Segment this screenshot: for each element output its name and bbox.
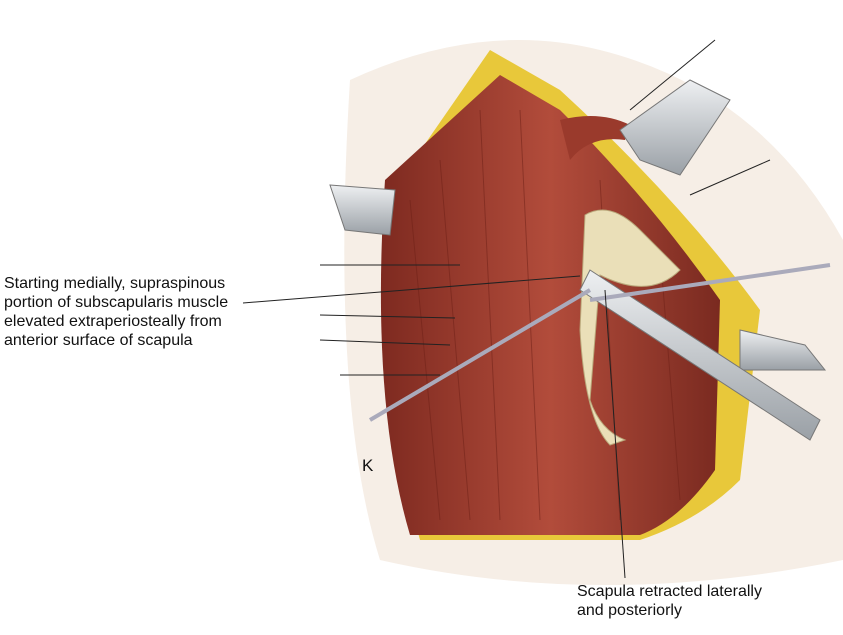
panel-letter: K bbox=[362, 456, 374, 475]
retractor-top bbox=[619, 79, 731, 176]
label-line: anterior surface of scapula bbox=[4, 332, 193, 349]
retractor-left bbox=[329, 184, 396, 236]
subscapularis-label: Starting medially, supraspinous portion … bbox=[4, 274, 228, 350]
leader-line-scapula bbox=[604, 289, 626, 579]
elevator-instrument bbox=[579, 269, 821, 441]
retractor-right bbox=[739, 329, 827, 371]
label-line: portion of subscapularis muscle bbox=[4, 294, 229, 311]
label-line: Scapula retracted laterally bbox=[577, 583, 762, 600]
label-line: and posteriorly bbox=[577, 602, 682, 619]
scapula-label: Scapula retracted laterally and posterio… bbox=[577, 582, 762, 620]
retracted-muscle-flap bbox=[560, 116, 630, 160]
label-line: elevated extraperiosteally from bbox=[4, 313, 222, 330]
forceps bbox=[368, 288, 592, 422]
label-line: Starting medially, supraspinous bbox=[4, 275, 226, 292]
sutures bbox=[319, 39, 771, 376]
scapula-bone bbox=[579, 209, 681, 446]
leader-line-subscapularis bbox=[242, 275, 581, 304]
muscle-field bbox=[380, 75, 720, 535]
